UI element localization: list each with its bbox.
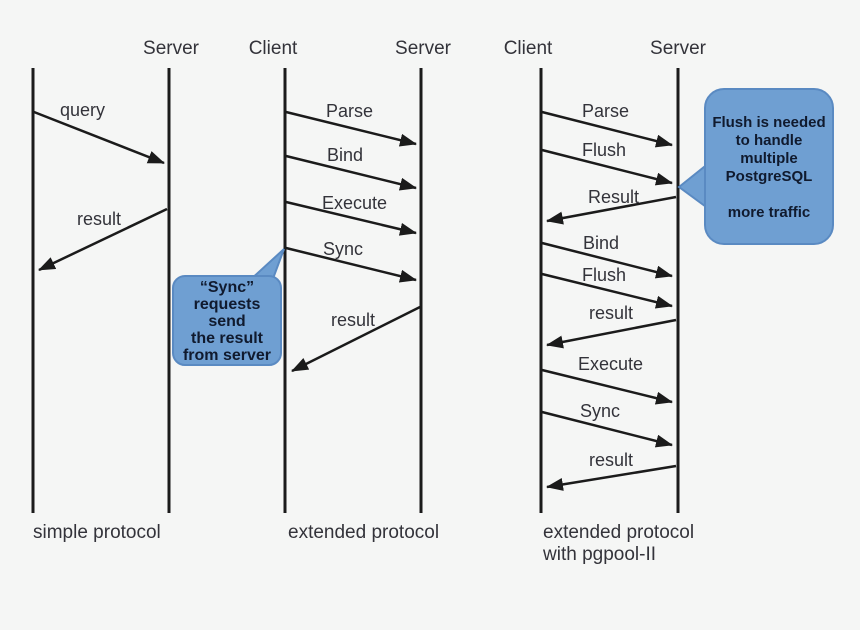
arrow-pg-bind [541,241,673,279]
arrow-pg-execute [541,368,673,405]
message-label-pg-execute: Execute [578,354,644,374]
arrow-execute [285,200,417,236]
sync-note-line: the result [190,330,263,347]
caption-pgpool-line-1: extended protocol [543,522,695,543]
flush-note-line: PostgreSQL [725,168,813,185]
message-label-execute: Execute [322,193,388,213]
arrow-pg-parse [541,110,673,148]
message-label-pg-bind: Bind [583,233,620,253]
arrow-sync [285,246,417,283]
flush-note-line: Flush is needed [712,114,826,131]
message-label-sync: Sync [323,239,364,259]
sync-note-bubble: “Sync” requests send the result from ser… [172,275,282,366]
arrow-pg-flush-1 [541,148,673,186]
arrow-pg-sync [541,410,673,448]
sync-note-line: requests [193,296,261,313]
arrow-pg-result-1 [546,195,677,225]
flush-note-line: more traffic [727,204,811,221]
actor-label-extended-server: Server [395,38,451,59]
message-label-result-2: result [331,310,376,330]
caption-extended-protocol: extended protocol [288,522,440,543]
arrow-parse [285,110,417,147]
sync-note-line: “Sync” [199,279,255,296]
message-label-pg-result-3: result [589,450,634,470]
actor-label-pgpool-server: Server [650,38,706,59]
message-label-query: query [60,100,106,120]
message-label-parse: Parse [326,101,374,121]
caption-pgpool-protocol: extended protocol with pgpool-II [543,522,694,566]
arrow-query [33,110,165,165]
message-label-pg-result-1: Result [588,187,640,207]
message-label-result: result [77,209,122,229]
sync-note-line: from server [182,347,272,364]
actor-label-simple-server: Server [143,38,199,59]
caption-pgpool-line-2: with pgpool-II [543,544,657,565]
arrow-result-2 [291,305,421,373]
flush-note-line [706,186,832,204]
arrow-pg-result-2 [546,318,677,349]
flush-note-bubble: Flush is needed to handle multiple Postg… [704,88,834,245]
flush-note-line: multiple [740,150,798,167]
arrow-pg-result-3 [546,464,677,491]
message-label-pg-result-2: result [589,303,634,323]
arrow-bind [285,154,417,191]
message-label-bind: Bind [327,145,364,165]
arrow-result [38,207,168,272]
message-label-pg-flush-1: Flush [582,140,627,160]
message-label-pg-sync: Sync [580,401,621,421]
flush-note-line: to handle [735,132,803,149]
sync-note-line: send [208,313,246,330]
actor-label-extended-client: Client [248,38,298,59]
actor-label-pgpool-client: Client [503,38,553,59]
caption-simple-protocol: simple protocol [33,522,161,543]
message-label-pg-parse: Parse [582,101,630,121]
arrow-pg-flush-2 [541,272,673,309]
message-label-pg-flush-2: Flush [582,265,627,285]
